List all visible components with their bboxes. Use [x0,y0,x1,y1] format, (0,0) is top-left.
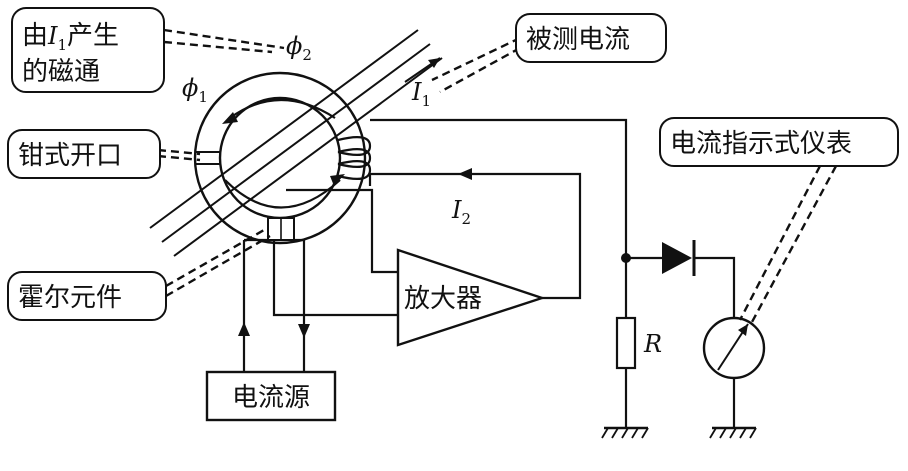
callout-measured-current: 被测电流 [515,13,667,63]
i2-label: I2 [451,196,471,228]
resistor-label: R [643,330,662,358]
callout-clamp-opening: 钳式开口 [7,129,161,179]
callout-indicator-meter: 电流指示式仪表 [659,117,899,167]
diode [662,242,692,274]
i1-label: I1 [411,78,431,110]
flux-phi1-arrow [229,99,336,119]
ground-symbol [709,426,757,439]
callout-flux-source: 由I1产生 的磁通 [11,7,165,93]
meter [702,316,766,380]
svg-text:电流指示式仪表: 电流指示式仪表 [670,129,852,159]
amplifier-label: 放大器 [404,284,482,314]
phi1-label: ϕ1 [182,74,208,106]
callout-hall-element: 霍尔元件 [7,271,167,321]
ground-symbol [601,426,649,439]
current-source-box [205,370,337,422]
amplifier-triangle [396,248,546,347]
svg-text:被测电流: 被测电流 [526,25,630,55]
measured-conductor [149,29,443,257]
current-source-label: 电流源 [232,383,310,413]
svg-text:钳式开口: 钳式开口 [18,141,122,171]
svg-text:由I1产生: 由I1产生 [22,21,119,54]
svg-text:的磁通: 的磁通 [22,57,100,87]
resistor [615,316,637,370]
i2-arrow [458,168,472,180]
svg-text:霍尔元件: 霍尔元件 [18,283,122,313]
phi2-label: ϕ2 [286,32,312,64]
